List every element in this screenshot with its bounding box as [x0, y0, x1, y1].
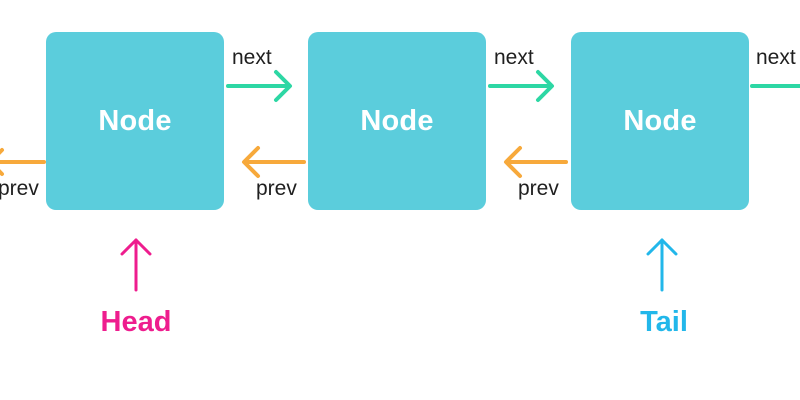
next-arrow-2-head — [536, 70, 554, 102]
tail-label: Tail — [640, 306, 688, 338]
prev-label-left-edge: prev — [0, 177, 39, 200]
node-2: Node — [308, 32, 486, 210]
prev-arrow-1-head — [242, 146, 260, 178]
next-label-1: next — [232, 46, 272, 69]
node-3: Node — [571, 32, 749, 210]
head-pointer-arrow-head — [120, 238, 152, 256]
node-3-label: Node — [623, 104, 697, 137]
prev-label-1: prev — [256, 177, 297, 200]
head-label: Head — [100, 306, 172, 338]
next-label-right-edge: next — [756, 46, 796, 69]
next-label-2: next — [494, 46, 534, 69]
node-2-label: Node — [360, 104, 434, 137]
node-1-label: Node — [98, 104, 172, 137]
prev-arrow-2-head — [504, 146, 522, 178]
tail-pointer-arrow-head — [646, 238, 678, 256]
node-1: Node — [46, 32, 224, 210]
next-arrow-1-head — [274, 70, 292, 102]
prev-label-2: prev — [518, 177, 559, 200]
